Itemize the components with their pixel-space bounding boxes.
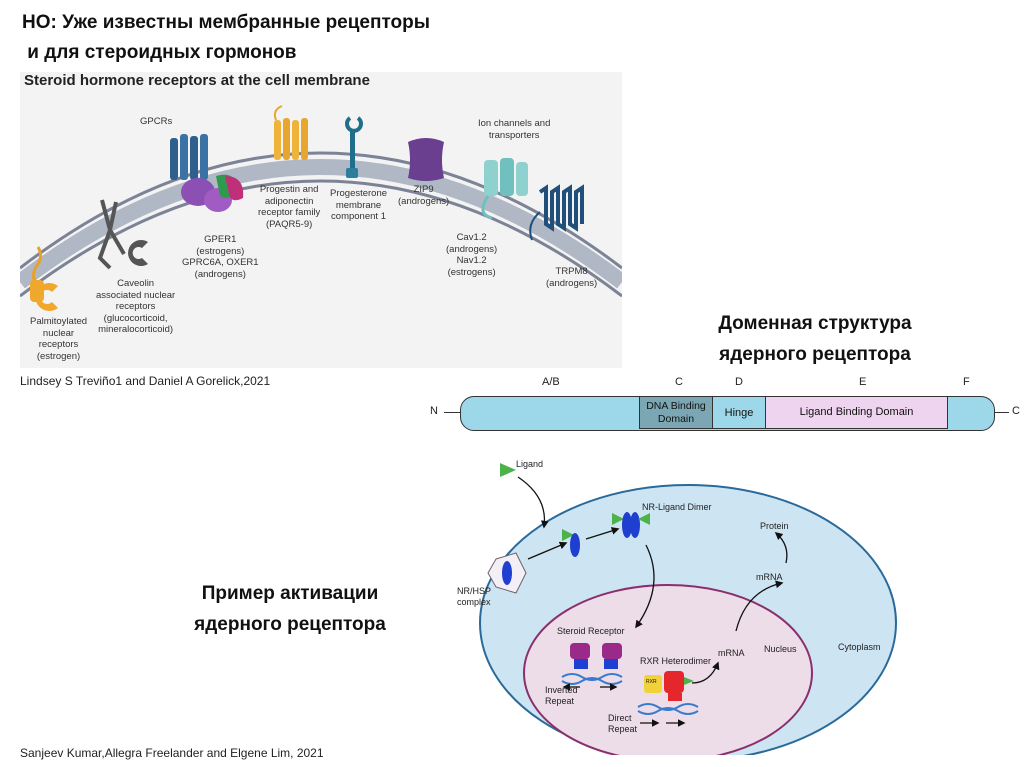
membrane-figure-title: Steroid hormone receptors at the cell me… — [24, 72, 370, 89]
label-gper1: GPER1 (estrogens) GPRC6A, OXER1 (androge… — [182, 234, 259, 280]
progestin-receptor-icon — [273, 105, 308, 160]
activation-diagram-svg — [479, 463, 897, 755]
domain-heading-line2: ядерного рецептора — [719, 344, 911, 365]
label-mrna-cytoplasm: mRNA — [756, 572, 783, 582]
domain-letter-c: C — [675, 376, 683, 388]
domain-letter-e: E — [859, 376, 867, 388]
dbd-line1: DNA Binding — [646, 400, 706, 412]
label-protein: Protein — [760, 521, 789, 531]
activation-heading-line2: ядерного рецептора — [194, 614, 386, 635]
c-terminus: C — [1012, 405, 1020, 417]
label-direct-repeat: Direct Repeat — [608, 713, 638, 734]
label-ion-channels: Ion channels and transporters — [478, 118, 551, 141]
c-terminus-line — [993, 412, 1009, 413]
citation-bottom: Sanjeev Kumar,Allegra Freelander and Elg… — [20, 746, 324, 760]
hinge-domain: Hinge — [713, 396, 765, 429]
dbd-line2: Domain — [657, 413, 695, 425]
label-gpcrs: GPCRs — [140, 116, 173, 127]
label-steroid-receptor: Steroid Receptor — [557, 626, 625, 636]
label-nr-hsp-complex: NR/HSP complex — [457, 586, 492, 607]
label-nucleus: Nucleus — [764, 644, 797, 654]
palmitoylated-receptor-icon — [30, 246, 58, 311]
hinge-label: Hinge — [724, 407, 754, 419]
label-palmitoylated: Palmitoylated nuclear receptors (estroge… — [30, 316, 88, 362]
dimer-right-icon — [630, 512, 640, 538]
dimer-left-icon — [622, 512, 632, 538]
domain-heading-line1: Доменная структура — [718, 313, 912, 334]
nr-monomer-icon — [502, 561, 512, 585]
dna-binding-domain: DNA Binding Domain — [639, 396, 713, 429]
dbd-right-icon — [604, 659, 618, 669]
activation-heading: Пример активации ядерного рецептора — [150, 578, 430, 640]
activation-heading-line1: Пример активации — [201, 583, 379, 604]
ligand-binding-domain: Ligand Binding Domain — [765, 396, 948, 429]
label-inverted-repeat: Inverted Repeat — [545, 685, 578, 706]
label-rxr-heterodimer: RXR Heterodimer — [640, 656, 712, 666]
ligand-entry-arrow — [517, 476, 549, 529]
gpcr-icon — [170, 134, 244, 212]
caveolin-receptor-icon — [97, 199, 148, 270]
dna-strand-inverted — [561, 673, 623, 681]
slide-title-line1: НО: Уже известны мембранные рецепторы — [22, 12, 430, 33]
ligand-bound-icon — [562, 529, 574, 541]
rxr-icon — [644, 675, 662, 693]
domain-letter-f: F — [963, 376, 970, 388]
n-terminus: N — [430, 405, 438, 417]
label-mrna-nucleus: mRNA — [718, 648, 745, 658]
label-progestin: Progestin and adiponectin receptor famil… — [258, 184, 321, 230]
steroid-receptor-right-icon — [602, 643, 622, 659]
domain-letter-ab: A/B — [542, 376, 560, 388]
label-caveolin: Caveolin associated nuclear receptors (g… — [96, 278, 176, 335]
slide-title: НО: Уже известны мембранные рецепторы и … — [22, 8, 542, 68]
steroid-receptor-left-icon — [570, 643, 590, 659]
label-cytoplasm: Cytoplasm — [838, 642, 881, 652]
heterodimer-partner-icon — [664, 671, 684, 693]
label-trpm8: TRPM8 (androgens) — [546, 266, 598, 289]
label-nr-ligand-dimer: NR-Ligand Dimer — [642, 502, 712, 512]
n-terminus-line — [444, 412, 460, 413]
dimer-ligand-left-icon — [612, 513, 624, 525]
partner-dbd-icon — [668, 693, 682, 701]
label-ligand: Ligand — [516, 459, 544, 469]
ligand-icon — [500, 463, 516, 477]
dbd-left-icon — [574, 659, 588, 669]
arrow-to-mrna — [691, 661, 720, 684]
label-cav: Cav1.2 (androgens) Nav1.2 (estrogens) — [446, 232, 498, 278]
arrow-hsp-to-receptor — [527, 541, 568, 560]
domain-structure-heading: Доменная структура ядерного рецептора — [670, 308, 960, 370]
dimer-ligand-right-icon — [638, 513, 650, 525]
citation-top: Lindsey S Treviño1 and Daniel A Gorelick… — [20, 374, 271, 388]
pgrmc1-icon — [345, 116, 363, 178]
slide-title-line2: и для стероидных гормонов — [22, 42, 297, 63]
ion-channel-icon — [481, 158, 528, 220]
cell-membrane-outer — [20, 159, 622, 289]
nucleus-body — [523, 584, 813, 755]
arrow-to-protein — [774, 531, 788, 564]
lbd-label: Ligand Binding Domain — [799, 406, 914, 418]
arrow-dimer-to-nucleus — [635, 544, 655, 629]
dna-strand-direct-2 — [637, 707, 699, 715]
label-pgrmc1: Progesterone membrane component 1 — [330, 188, 388, 222]
nr-ligand-icon — [570, 533, 580, 557]
zip9-icon — [408, 138, 444, 181]
dna-strand-direct — [637, 703, 699, 711]
label-rxr: RXR — [646, 679, 657, 685]
domain-letter-d: D — [735, 376, 743, 388]
label-zip9: ZIP9 (androgens) — [398, 184, 450, 207]
rxr-ligand-icon — [684, 677, 694, 685]
arrow-mrna-export — [735, 580, 784, 632]
membrane-figure-svg — [20, 105, 622, 311]
arrow-to-dimer — [585, 527, 620, 540]
trpm8-icon — [529, 184, 584, 241]
